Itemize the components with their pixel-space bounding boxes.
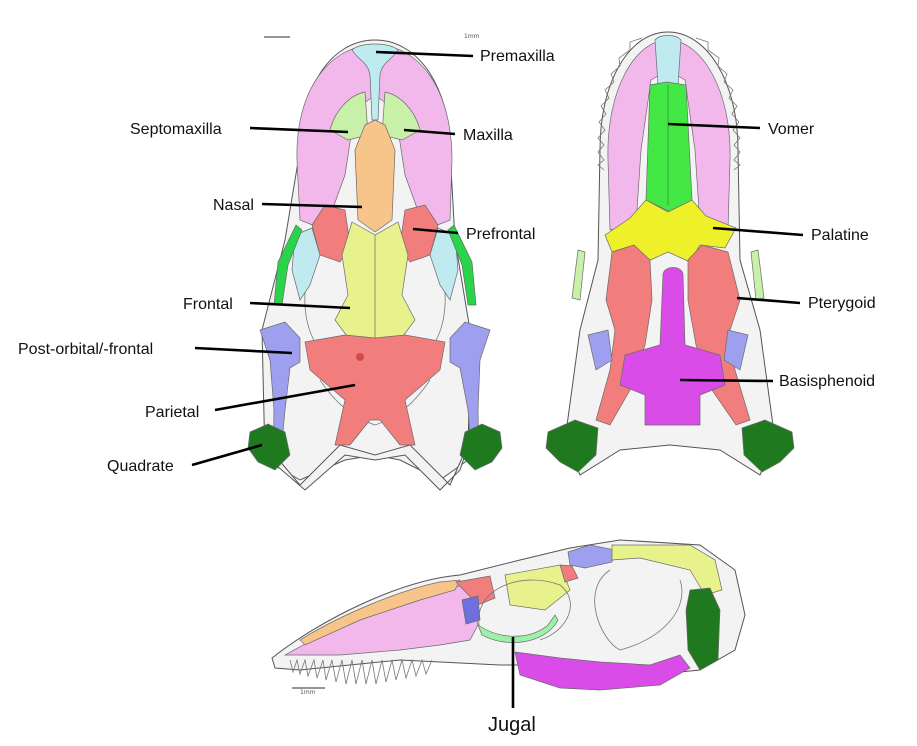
dorsal-temporal-arches bbox=[261, 439, 471, 491]
scale-label-dorsal: 1mm bbox=[464, 33, 480, 40]
pointer-premaxilla bbox=[375, 50, 474, 58]
pointer-maxilla bbox=[403, 128, 456, 136]
lateral-orbit-sketch bbox=[478, 569, 683, 651]
parietal-bone bbox=[304, 334, 446, 446]
ventral-green-rod-right bbox=[750, 249, 765, 301]
label-frontal: Frontal bbox=[183, 296, 233, 313]
pointer-parietal bbox=[214, 383, 356, 412]
scale-label-lateral: 1mm bbox=[300, 689, 316, 696]
pointer-nasal bbox=[261, 202, 363, 209]
label-basisphenoid: Basisphenoid bbox=[779, 373, 875, 390]
parietal-foramen bbox=[356, 353, 364, 361]
postorbital-bone-left bbox=[259, 321, 301, 466]
ventral-quadrate-left bbox=[545, 419, 599, 473]
label-quadrate: Quadrate bbox=[107, 458, 174, 475]
ventral-teeth bbox=[597, 37, 741, 171]
bone-labels: Premaxilla Septomaxilla Maxilla Nasal Pr… bbox=[18, 48, 876, 736]
ventral-quadrate-right bbox=[741, 419, 795, 473]
label-vomer: Vomer bbox=[768, 121, 815, 138]
lateral-teeth bbox=[289, 658, 433, 685]
basisphenoid-bone bbox=[619, 267, 726, 426]
ventral-premaxilla-bone bbox=[654, 35, 682, 86]
label-prefrontal: Prefrontal bbox=[466, 226, 535, 243]
ventral-maxilla-bone bbox=[607, 39, 731, 231]
lateral-view: 1mm bbox=[271, 539, 746, 696]
lateral-quadrate-bone bbox=[685, 587, 721, 671]
lateral-nasal-bone bbox=[299, 579, 461, 646]
dorsal-view: 1mm bbox=[247, 33, 503, 491]
quadrate-bone-right bbox=[459, 423, 503, 471]
pterygoid-bone-left bbox=[595, 244, 653, 426]
lateral-postorbital-bone bbox=[567, 544, 616, 569]
maxilla-bone bbox=[296, 44, 453, 231]
lateral-bone-left bbox=[291, 227, 321, 301]
pointer-palatine bbox=[712, 226, 804, 237]
pointer-postorbital bbox=[194, 346, 293, 355]
vomer-bone bbox=[645, 81, 693, 213]
quadrate-bone-left bbox=[247, 423, 291, 471]
pointer-frontal bbox=[249, 301, 351, 310]
pointer-prefrontal bbox=[412, 227, 459, 235]
lateral-prefrontal-bone bbox=[455, 575, 496, 606]
pointer-quadrate bbox=[191, 443, 263, 467]
label-maxilla: Maxilla bbox=[463, 127, 513, 144]
pointer-lines bbox=[191, 50, 804, 708]
ventral-green-rod-left bbox=[571, 249, 586, 301]
nasal-bone bbox=[354, 119, 396, 233]
ventral-postorbital-left bbox=[587, 329, 613, 371]
lateral-parietal-bone bbox=[559, 564, 579, 583]
pointer-pterygoid bbox=[736, 296, 801, 305]
postorbital-bone-right bbox=[449, 321, 491, 466]
label-jugal: Jugal bbox=[488, 714, 536, 736]
premaxilla-bone bbox=[351, 43, 399, 121]
lateral-pterygoid-bone bbox=[514, 651, 691, 691]
ventral-view bbox=[545, 31, 795, 476]
pointer-septomaxilla bbox=[249, 126, 349, 134]
label-pterygoid: Pterygoid bbox=[808, 295, 876, 312]
label-parietal: Parietal bbox=[145, 404, 199, 421]
lateral-bone-right bbox=[429, 227, 459, 301]
green-rod-right bbox=[447, 224, 477, 306]
label-palatine: Palatine bbox=[811, 227, 869, 244]
pointer-vomer bbox=[667, 122, 761, 130]
label-postorbital: Post-orbital/-frontal bbox=[18, 341, 153, 358]
label-septomaxilla: Septomaxilla bbox=[130, 121, 222, 138]
lateral-frontal-bone bbox=[504, 564, 571, 611]
jugal-bone bbox=[477, 614, 559, 643]
label-nasal: Nasal bbox=[213, 197, 254, 214]
label-premaxilla: Premaxilla bbox=[480, 48, 555, 65]
pointer-basisphenoid bbox=[679, 378, 774, 383]
ventral-postorbital-right bbox=[723, 329, 749, 371]
lateral-lacrimal-bone bbox=[461, 595, 481, 625]
